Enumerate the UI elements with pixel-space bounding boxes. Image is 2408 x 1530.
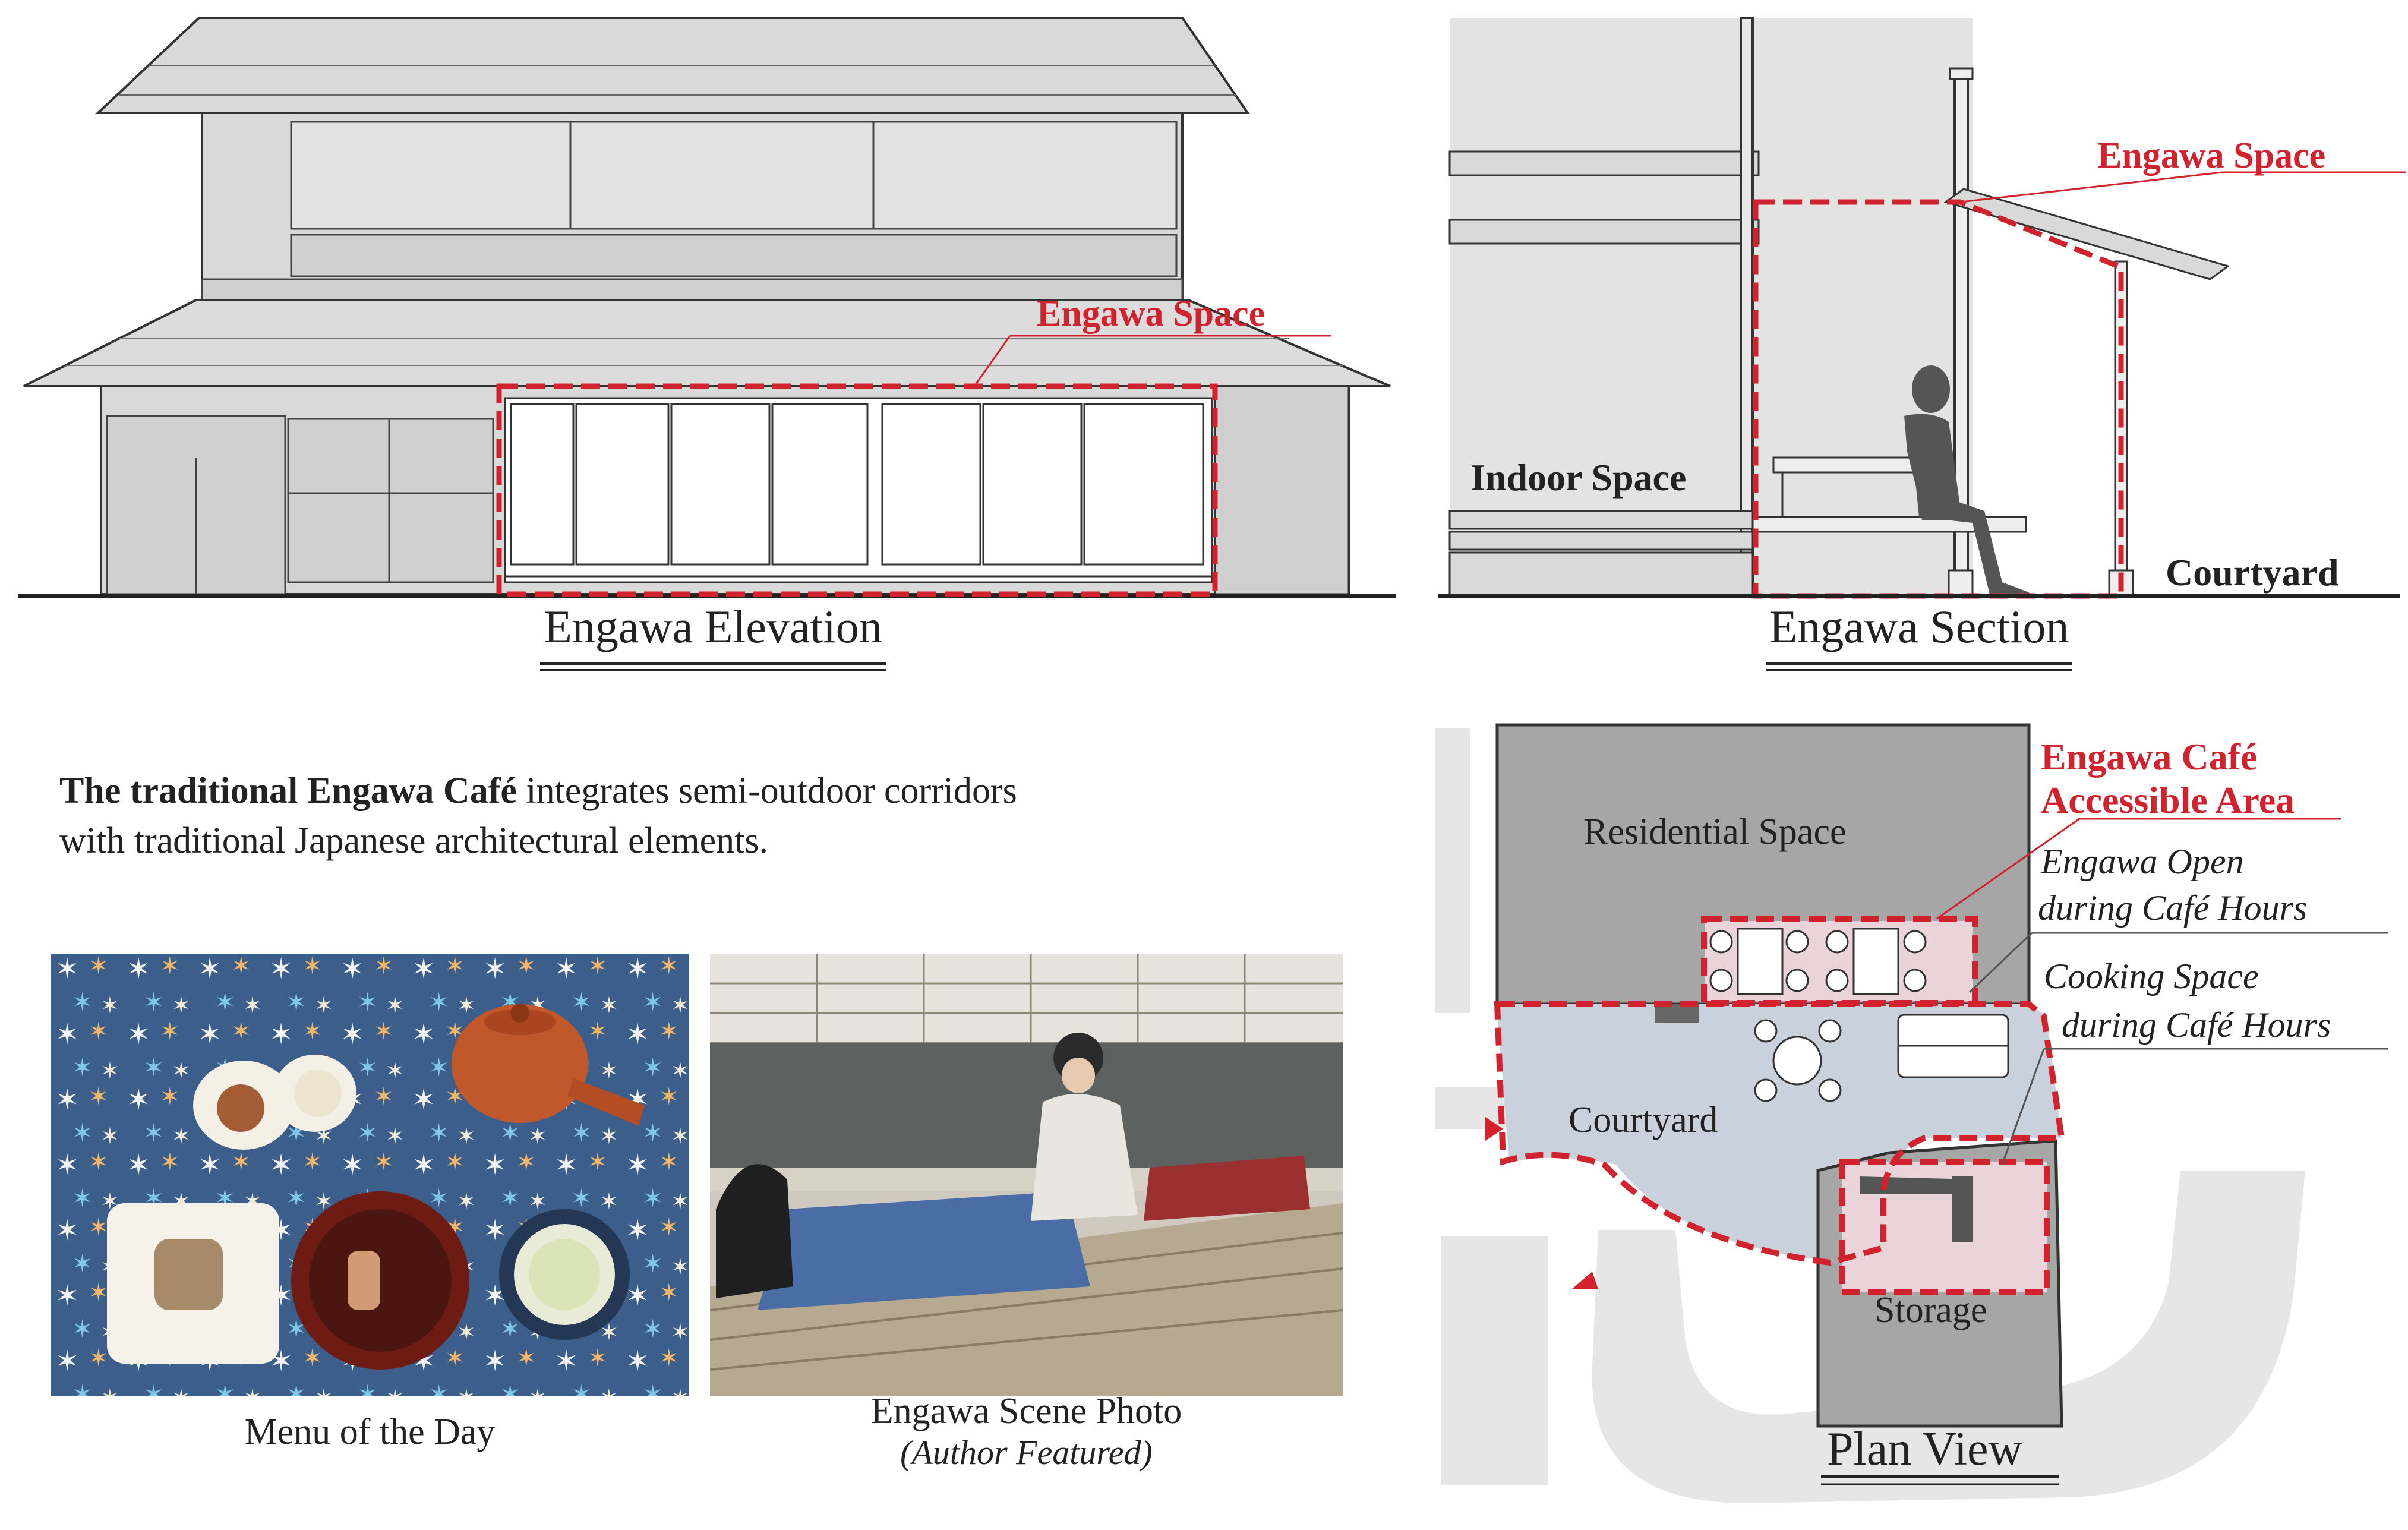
cooking-line1: Cooking Space (2044, 957, 2259, 996)
courtyard-fixture (1655, 1004, 1699, 1023)
blue-tablecloth (758, 1191, 1090, 1310)
seated-person-icon (1031, 1033, 1138, 1221)
indoor-space-label: Indoor Space (1470, 456, 1686, 499)
scene-photo (710, 954, 1343, 1396)
seated-person-icon (1904, 365, 2038, 597)
cooking-line2: during Café Hours (2062, 1005, 2331, 1045)
intro-line1-rest: integrates semi-outdoor corridors (516, 771, 1017, 811)
side-dish-icon (193, 1055, 356, 1150)
surrounding-paths (1435, 728, 2305, 1503)
ground-floor (100, 385, 1350, 595)
elevation-caption-text: Engawa Elevation (540, 600, 886, 665)
engawa-open-line2: during Café Hours (2038, 888, 2307, 928)
section-callout: Engawa Space (2097, 135, 2325, 176)
soup-bowl-icon (291, 1191, 469, 1370)
menu-caption-text: Menu of the Day (244, 1412, 496, 1452)
cooking-dashed (1839, 1159, 2050, 1295)
lower-roof (23, 299, 1391, 387)
scene-subcaption: (Author Featured) (900, 1433, 1153, 1472)
courtyard-dashed (1494, 1001, 2065, 1266)
scene-caption-text: Engawa Scene Photo (870, 1391, 1182, 1431)
elevation-callout: Engawa Space (1037, 294, 1265, 334)
elevation-caption: Engawa Elevation (487, 600, 939, 671)
entry-arrow-icon-2 (1571, 1272, 1598, 1289)
scene-caption: Engawa Scene Photo (Author Featured) (710, 1390, 1343, 1472)
menu-photo: ✶ ✶ ✶ ✶ (51, 954, 689, 1396)
menu-caption: Menu of the Day (51, 1411, 689, 1453)
red-tablecloth (1144, 1156, 1310, 1221)
indoor-wall (1450, 18, 1973, 597)
section-engawa-highlight (1753, 199, 2124, 599)
section-caption-text: Engawa Section (1765, 600, 2073, 665)
upper-roof (94, 17, 1250, 114)
courtyard-section-label: Courtyard (2166, 551, 2339, 594)
residential-label: Residential Space (1583, 812, 1846, 852)
accessible-area-line1: Engawa Café (2041, 736, 2257, 778)
teapot-icon (452, 1004, 645, 1126)
tea-cup-icon (499, 1209, 630, 1340)
intro-bold: The traditional Engawa Café (59, 771, 517, 811)
intro-paragraph: The traditional Engawa Café integrates s… (59, 766, 1366, 866)
section-caption: Engawa Section (1711, 600, 2127, 671)
storage-label: Storage (1874, 1290, 1987, 1330)
plan-view: Engawa Café Accessible Area Residential … (1414, 701, 2408, 1530)
entry-arrow-icon (1485, 1117, 1503, 1141)
engawa-open-dashed (1701, 916, 1978, 1006)
courtyard-furniture (1754, 1014, 2009, 1102)
section-drawing: Engawa Space Indoor Space Courtyard (1438, 0, 2406, 612)
elevation-drawing: Engawa Space (0, 0, 1414, 612)
square-plate-icon (107, 1203, 279, 1364)
intro-line2: with traditional Japanese architectural … (59, 820, 769, 861)
plan-caption: Plan View (1827, 1423, 2022, 1475)
engawa-seating (1709, 928, 1927, 995)
bag-icon (716, 1164, 793, 1298)
accessible-area-line2: Accessible Area (2041, 779, 2295, 821)
engawa-open-line1: Engawa Open (2040, 842, 2244, 881)
courtyard-label: Courtyard (1568, 1100, 1718, 1140)
upper-storey (201, 112, 1184, 322)
engawa-highlight-box (496, 383, 1218, 597)
